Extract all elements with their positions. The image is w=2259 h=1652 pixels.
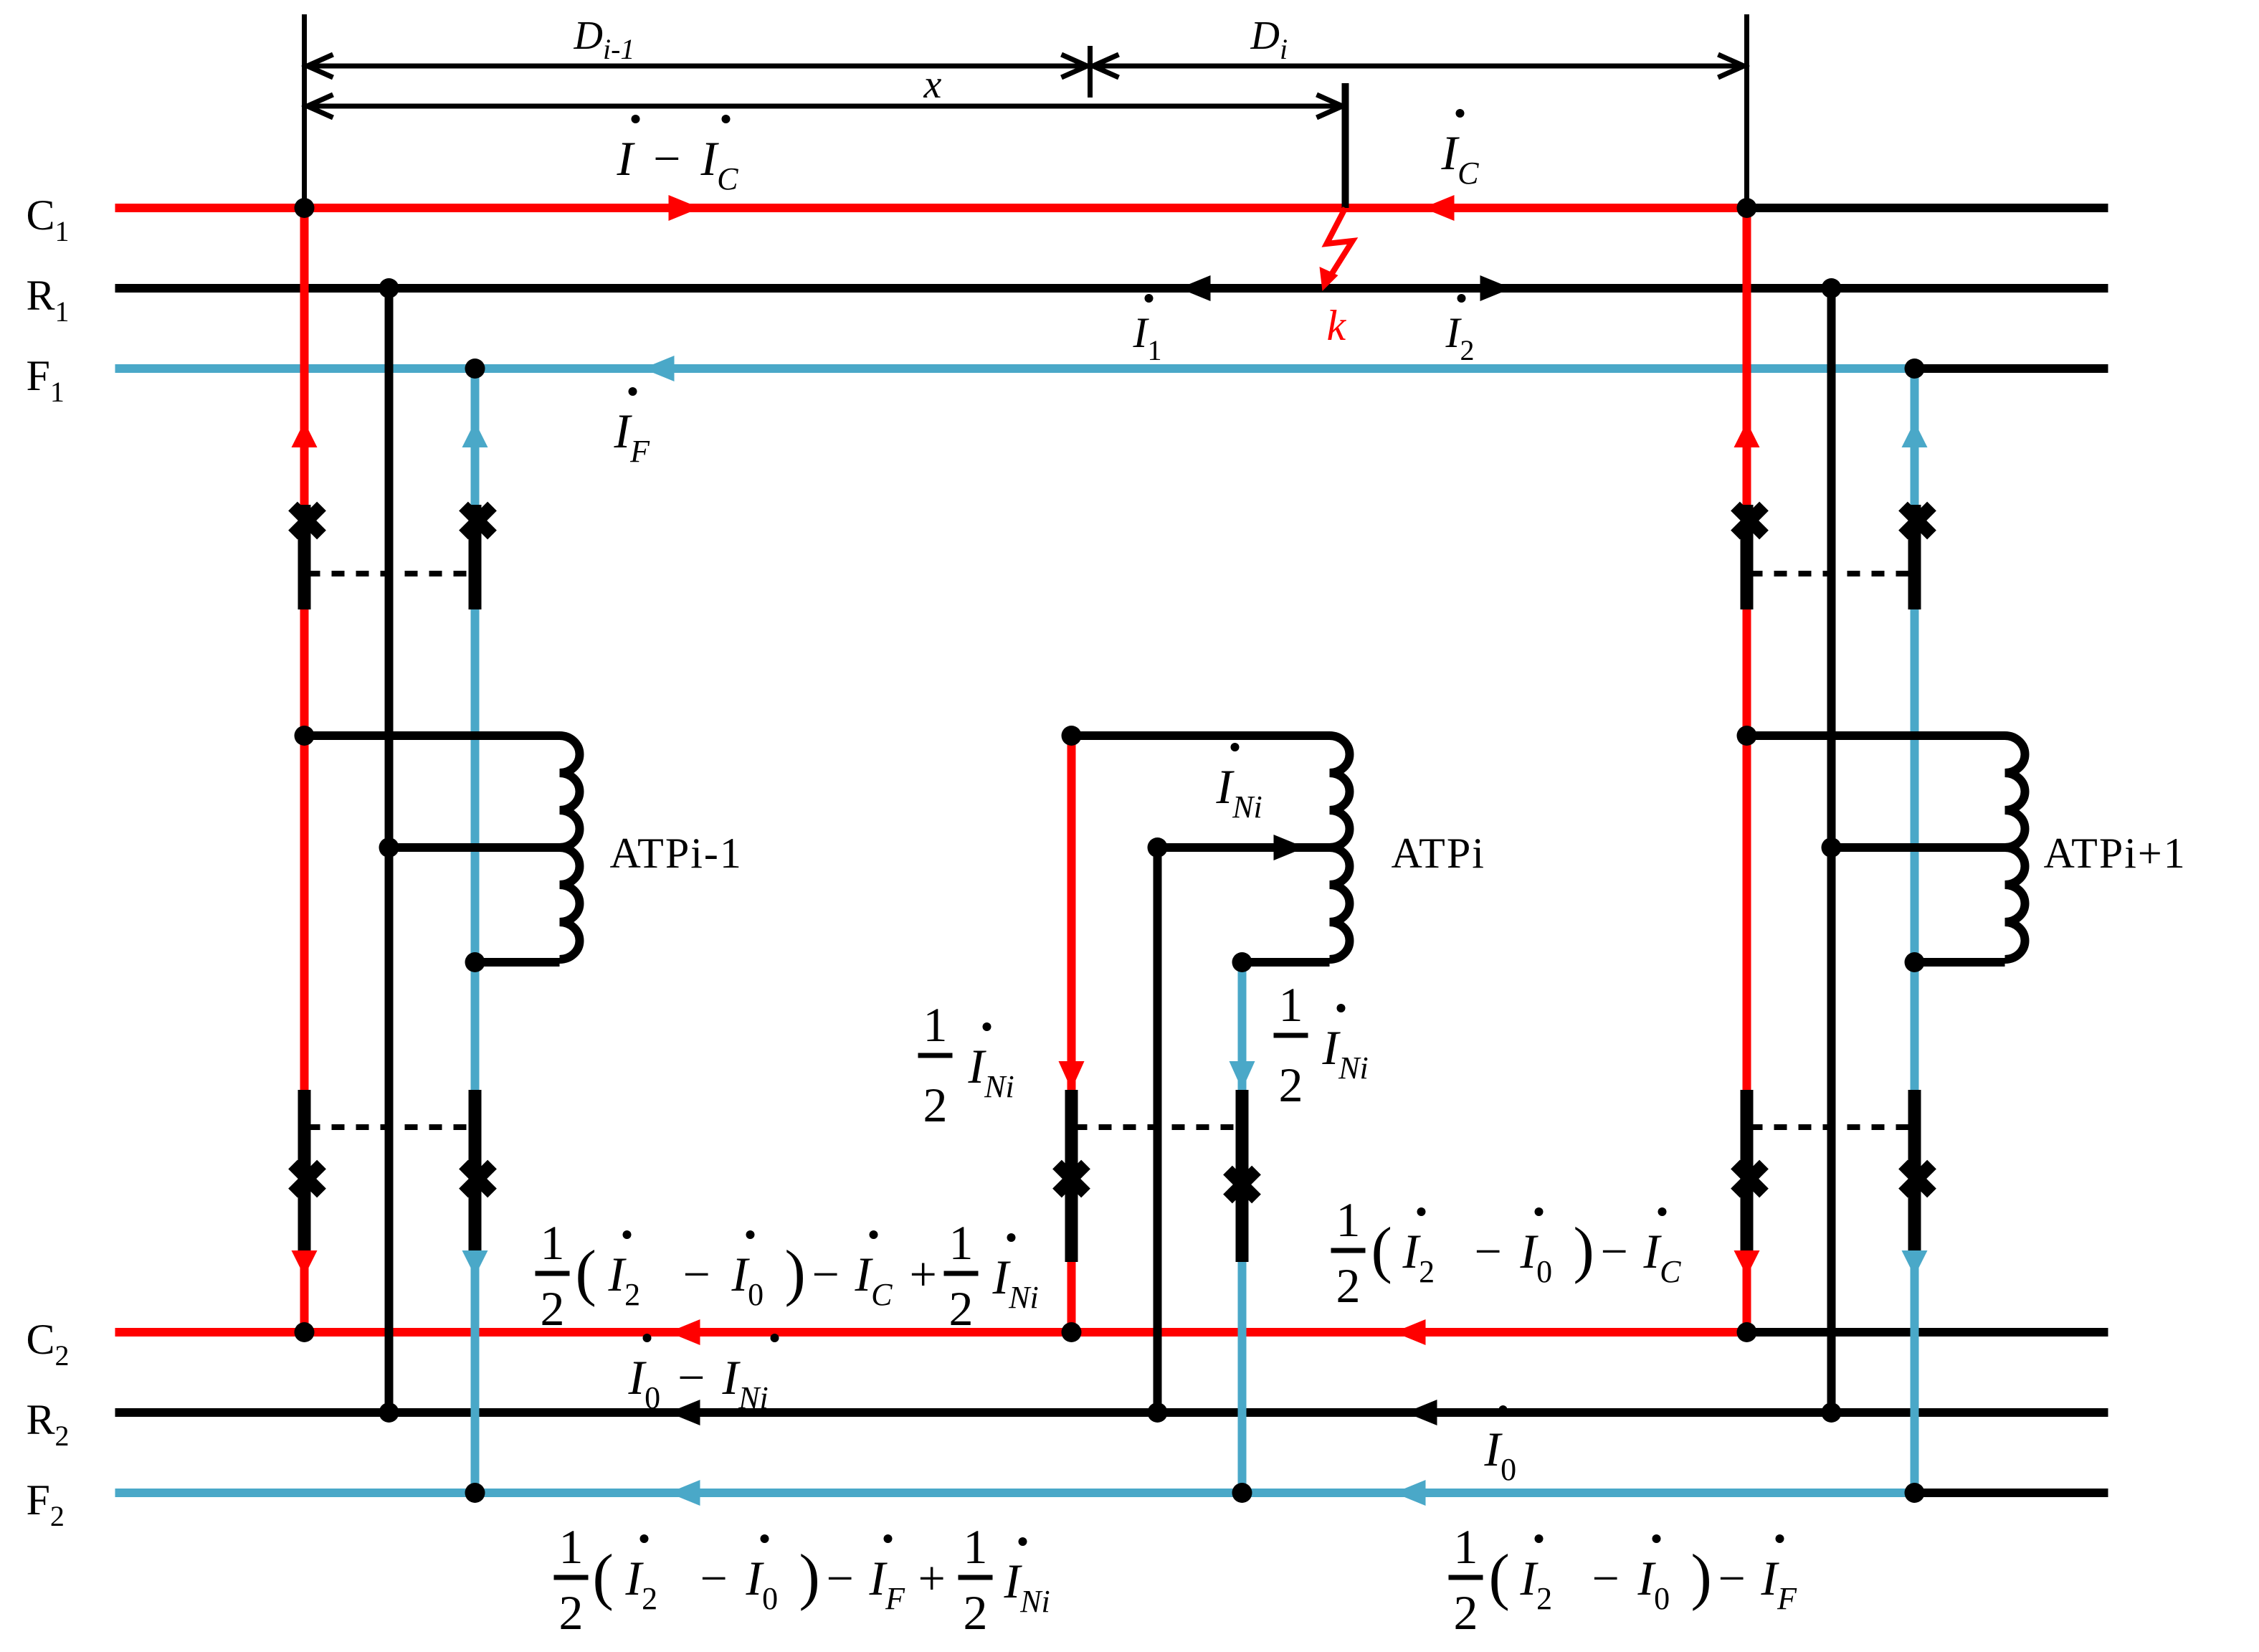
svg-text:I−IC: I−IC — [617, 131, 739, 196]
svg-text:I0: I0 — [1520, 1224, 1553, 1289]
svg-text:INi: INi — [1216, 759, 1262, 825]
fault-label: k — [1327, 302, 1347, 349]
svg-text:(: ( — [1371, 1215, 1392, 1285]
label-ini: INi — [1216, 743, 1262, 825]
label-i1: I1 — [1133, 294, 1162, 366]
fault-point: k — [1319, 83, 1359, 349]
line-label-r2: R2 — [27, 1396, 70, 1452]
svg-text:I2: I2 — [608, 1247, 641, 1312]
svg-text:2: 2 — [559, 1585, 584, 1640]
svg-text:I2: I2 — [1520, 1551, 1553, 1616]
svg-text:I0: I0 — [1484, 1422, 1517, 1487]
svg-text:I0: I0 — [1637, 1551, 1670, 1616]
svg-text:1: 1 — [541, 1215, 565, 1270]
svg-text:I2: I2 — [625, 1551, 658, 1616]
svg-text:(: ( — [1489, 1542, 1510, 1612]
formula-c2-left: 1 2 ( I2 − I0 ) − IC + 1 2 INi — [535, 1215, 1039, 1336]
svg-text:−: − — [683, 1247, 710, 1301]
dimension-label-x: x — [923, 62, 942, 107]
svg-text:1: 1 — [559, 1519, 584, 1574]
svg-text:−: − — [812, 1247, 840, 1301]
svg-text:IC: IC — [1643, 1224, 1682, 1289]
label-ic: IC — [1441, 109, 1480, 191]
svg-text:1: 1 — [923, 997, 948, 1052]
svg-text:+: + — [918, 1551, 946, 1605]
svg-text:−: − — [1592, 1551, 1620, 1605]
transformer-coil-icon — [1329, 731, 1354, 964]
svg-text:INi: INi — [1322, 1020, 1369, 1086]
svg-text:−: − — [700, 1551, 728, 1605]
svg-text:I0: I0 — [746, 1551, 779, 1616]
dimension-label-d-cur: Di — [1250, 14, 1288, 65]
svg-text:2: 2 — [1279, 1058, 1303, 1112]
svg-text:IC: IC — [855, 1247, 893, 1312]
line-label-f2: F2 — [27, 1476, 65, 1532]
label-i0: I0 — [1484, 1405, 1517, 1487]
lightning-icon — [1321, 206, 1359, 282]
svg-text:2: 2 — [949, 1281, 974, 1336]
svg-text:I2: I2 — [1445, 309, 1475, 366]
feeder-lines — [115, 204, 2108, 1497]
svg-text:2: 2 — [1454, 1585, 1478, 1640]
transformer-coil-icon — [2004, 731, 2030, 964]
label-i2: I2 — [1445, 294, 1475, 366]
svg-text:I1: I1 — [1133, 309, 1162, 366]
svg-text:(: ( — [576, 1238, 596, 1308]
svg-text:1: 1 — [1454, 1519, 1478, 1574]
transformer-coil-icon — [559, 731, 584, 964]
svg-text:IF: IF — [614, 404, 651, 469]
svg-text:): ) — [799, 1542, 820, 1612]
station-atp-next: ATPi+1 — [1734, 198, 2187, 1503]
atp-cur-label: ATPi — [1392, 830, 1485, 877]
current-arrows — [642, 195, 1512, 1506]
formula-f2-right: 1 2 ( I2 − I0 ) − IF — [1448, 1519, 1798, 1640]
line-label-f1: F1 — [27, 352, 65, 408]
svg-text:INi: INi — [992, 1250, 1039, 1315]
svg-text:): ) — [1574, 1215, 1594, 1285]
label-i0-minus-ini: I0−INi — [628, 1334, 779, 1415]
svg-text:−: − — [1718, 1551, 1746, 1605]
svg-text:I0: I0 — [731, 1247, 764, 1312]
svg-text:1: 1 — [949, 1215, 974, 1270]
svg-text:1: 1 — [1336, 1192, 1361, 1247]
station-atp-cur: ATPi — [1057, 726, 1485, 1503]
line-labels: C1 R1 F1 C2 R2 F2 — [27, 191, 70, 1532]
svg-text:2: 2 — [541, 1281, 565, 1336]
dimension-lines: Di-1 Di x — [300, 14, 1751, 208]
svg-text:2: 2 — [923, 1078, 948, 1132]
svg-text:I2: I2 — [1402, 1224, 1435, 1289]
line-label-r1: R1 — [27, 272, 70, 328]
atp-next-label: ATPi+1 — [2044, 830, 2187, 877]
svg-text:): ) — [1691, 1542, 1712, 1612]
svg-text:−: − — [827, 1551, 854, 1605]
svg-text:INi: INi — [968, 1039, 1014, 1104]
station-atp-prev: ATPi-1 — [292, 198, 743, 1503]
label-i-minus-ic: I−IC — [617, 115, 739, 196]
formula-c2-right: 1 2 ( I2 − I0 ) − IC — [1331, 1192, 1682, 1313]
svg-text:1: 1 — [1279, 977, 1303, 1032]
svg-text:INi: INi — [1004, 1554, 1050, 1619]
svg-text:+: + — [910, 1247, 937, 1301]
svg-text:−: − — [1475, 1224, 1502, 1278]
line-label-c1: C1 — [27, 191, 70, 247]
label-if: IF — [614, 387, 651, 469]
svg-text:2: 2 — [964, 1585, 988, 1640]
svg-text:IF: IF — [869, 1551, 906, 1616]
dimension-label-d-prev: Di-1 — [574, 14, 635, 65]
svg-text:2: 2 — [1336, 1258, 1361, 1313]
current-labels: I−IC IC I1 I2 IF INi 1 — [535, 109, 1798, 1640]
formula-f2-left: 1 2 ( I2 − I0 ) − IF + 1 2 INi — [553, 1519, 1050, 1640]
svg-text:I0−INi: I0−INi — [628, 1350, 769, 1415]
svg-text:1: 1 — [964, 1519, 988, 1574]
svg-text:IF: IF — [1761, 1551, 1798, 1616]
svg-text:−: − — [1601, 1224, 1628, 1278]
svg-text:): ) — [785, 1238, 806, 1308]
atp-prev-label: ATPi-1 — [610, 830, 743, 877]
label-half-ini-f: 1 2 INi — [1273, 977, 1369, 1112]
line-label-c2: C2 — [27, 1316, 70, 1372]
svg-text:(: ( — [593, 1542, 614, 1612]
label-half-ini-c: 1 2 INi — [918, 997, 1014, 1132]
svg-text:IC: IC — [1441, 125, 1480, 191]
